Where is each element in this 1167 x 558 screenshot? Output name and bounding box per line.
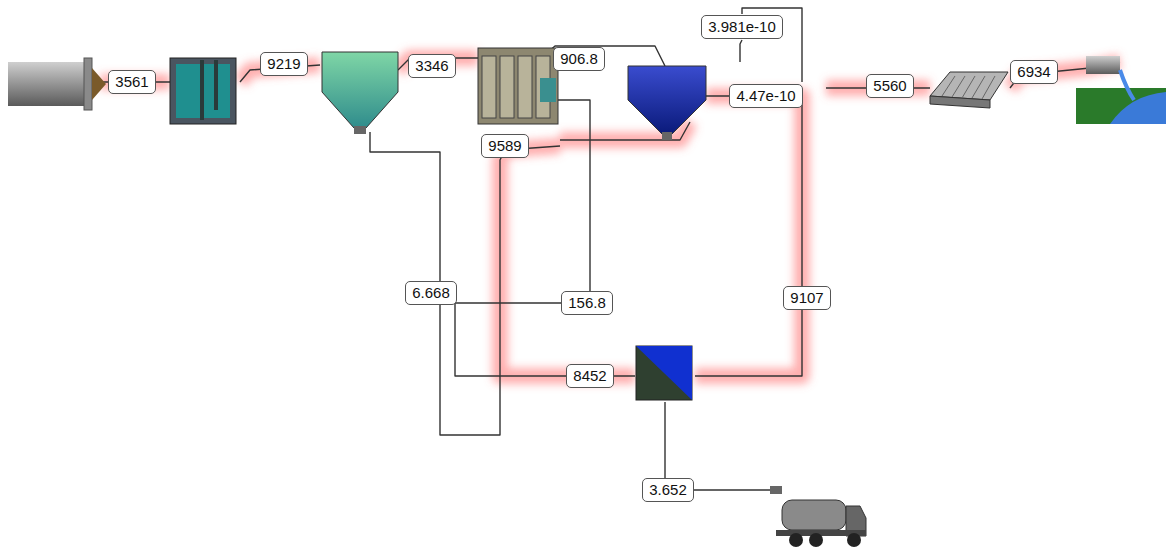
stream-value: 8452 (573, 367, 606, 384)
stream-value: 6.668 (412, 284, 450, 301)
stream-value: 6934 (1017, 63, 1050, 80)
stream-value: 4.47e-10 (736, 87, 795, 104)
sludge-truck (770, 486, 866, 547)
tertiary-filter (930, 72, 1008, 108)
stream-value-box: 6934 (1010, 60, 1057, 84)
stream-value: 3.981e-10 (708, 18, 776, 35)
stream-value-box: 3.652 (642, 478, 694, 502)
stream-lines (100, 8, 1120, 490)
stream-value: 156.8 (568, 294, 606, 311)
screen-tank (170, 58, 236, 124)
flow-highlight (100, 58, 1120, 376)
stream-value: 3.652 (649, 481, 687, 498)
stream-value: 3561 (115, 73, 148, 90)
stream-value: 9107 (790, 289, 823, 306)
stream-value-box: 6.668 (405, 281, 457, 305)
stream-value-box: 8452 (566, 364, 613, 388)
stream-value-box: 5560 (866, 74, 913, 98)
stream-value-box: 3561 (108, 70, 155, 94)
influent-pipe (8, 58, 106, 110)
stream-value: 9219 (267, 55, 300, 72)
stream-value-box: 3.981e-10 (701, 15, 783, 39)
stream-value-box: 3346 (408, 54, 455, 78)
stream-value-box: 906.8 (553, 47, 605, 71)
stream-value-box: 9219 (260, 52, 307, 76)
bioreactor (478, 48, 558, 124)
stream-value-box: 4.47e-10 (729, 84, 802, 108)
effluent-outfall (1076, 56, 1166, 124)
stream-value: 9589 (488, 137, 521, 154)
sludge-thickener (636, 346, 692, 400)
stream-value: 906.8 (560, 50, 598, 67)
primary-clarifier (322, 52, 398, 134)
stream-value-box: 156.8 (561, 291, 613, 315)
stream-value-box: 9107 (783, 286, 830, 310)
secondary-clarifier (628, 66, 706, 140)
stream-value-box: 9589 (481, 134, 528, 158)
stream-value: 3346 (415, 57, 448, 74)
stream-value: 5560 (873, 77, 906, 94)
